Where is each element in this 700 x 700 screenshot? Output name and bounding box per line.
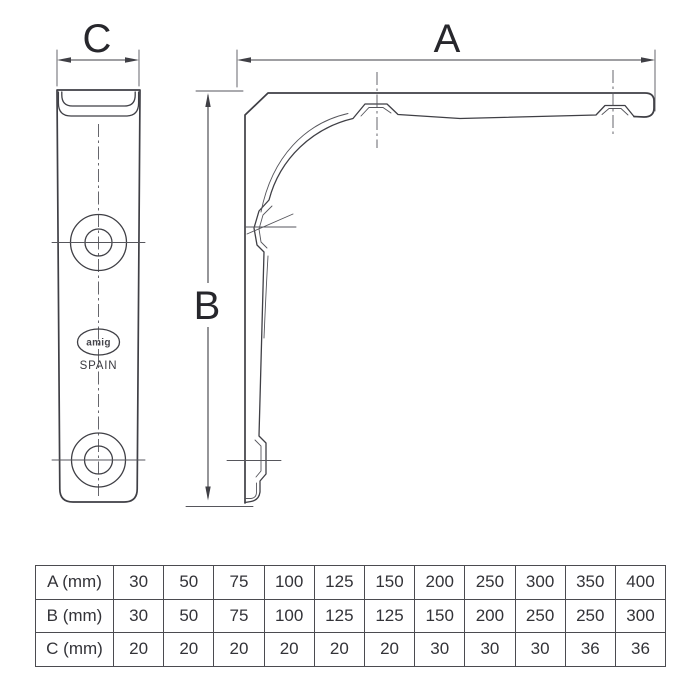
dim-b-label: B [194,284,221,328]
top-lip-fold [57,91,140,117]
table-cell: 20 [163,632,215,667]
table-cell: 200 [414,565,466,600]
table-cell: 50 [163,598,215,633]
table-cell: 300 [614,598,667,633]
brand-logo: amig SPAIN [76,328,121,372]
table-cell: 50 [163,565,215,600]
table-cell: 125 [313,565,365,600]
row-label: A (mm) [35,565,114,600]
side-view-inner-contour [244,103,635,504]
dim-a-label: A [434,17,461,61]
table-cell: 250 [464,565,516,600]
table-cell: 300 [514,565,566,600]
table-cell: 250 [564,598,616,633]
side-view-details [245,107,629,499]
table-cell: 20 [313,632,365,667]
table-cell: 75 [213,598,265,633]
screw-crosshair-curve [245,213,297,235]
table-cell: 30 [514,632,566,667]
table-row-b: B (mm) 30 50 75 100 125 125 150 200 250 … [35,598,667,633]
table-cell: 30 [112,565,165,600]
table-cell: 75 [213,565,265,600]
row-label: B (mm) [35,598,114,633]
table-cell: 250 [514,598,566,633]
dimension-c: C [56,17,140,87]
side-view-outer-contour [244,92,655,504]
row-label: C (mm) [35,632,114,667]
table-cell: 36 [564,632,616,667]
table-cell: 125 [363,598,416,633]
table-cell: 125 [313,598,365,633]
dim-c-label: C [83,17,112,61]
table-cell: 200 [464,598,516,633]
table-cell: 36 [614,632,667,667]
table-cell: 150 [414,598,466,633]
table-cell: 350 [564,565,616,600]
table-cell: 20 [112,632,165,667]
mounting-hole-bottom [51,432,146,488]
table-cell: 100 [263,598,315,633]
mounting-hole-top [51,213,146,272]
front-view: amig SPAIN [51,89,146,503]
table-cell: 100 [263,565,315,600]
table-cell: 150 [363,565,416,600]
dimension-b: B [185,90,254,507]
origin-label: SPAIN [80,360,118,372]
table-cell: 20 [213,632,265,667]
front-plate-outline [56,89,141,503]
table-cell: 30 [414,632,466,667]
dimension-a: A [236,17,656,112]
table-row-c: C (mm) 20 20 20 20 20 20 30 30 30 36 36 [35,632,667,667]
drawing-svg: amig SPAIN C A [51,17,656,507]
table-cell: 400 [614,565,667,600]
table-cell: 20 [263,632,315,667]
table-cell: 20 [363,632,416,667]
side-view [226,70,655,504]
table-row-a: A (mm) 30 50 75 100 125 150 200 250 300 … [35,565,667,600]
dimensions-table: A (mm) 30 50 75 100 125 150 200 250 300 … [35,565,667,667]
table-cell: 30 [112,598,165,633]
table-cell: 30 [464,632,516,667]
brand-logo-text: amig [86,338,111,349]
